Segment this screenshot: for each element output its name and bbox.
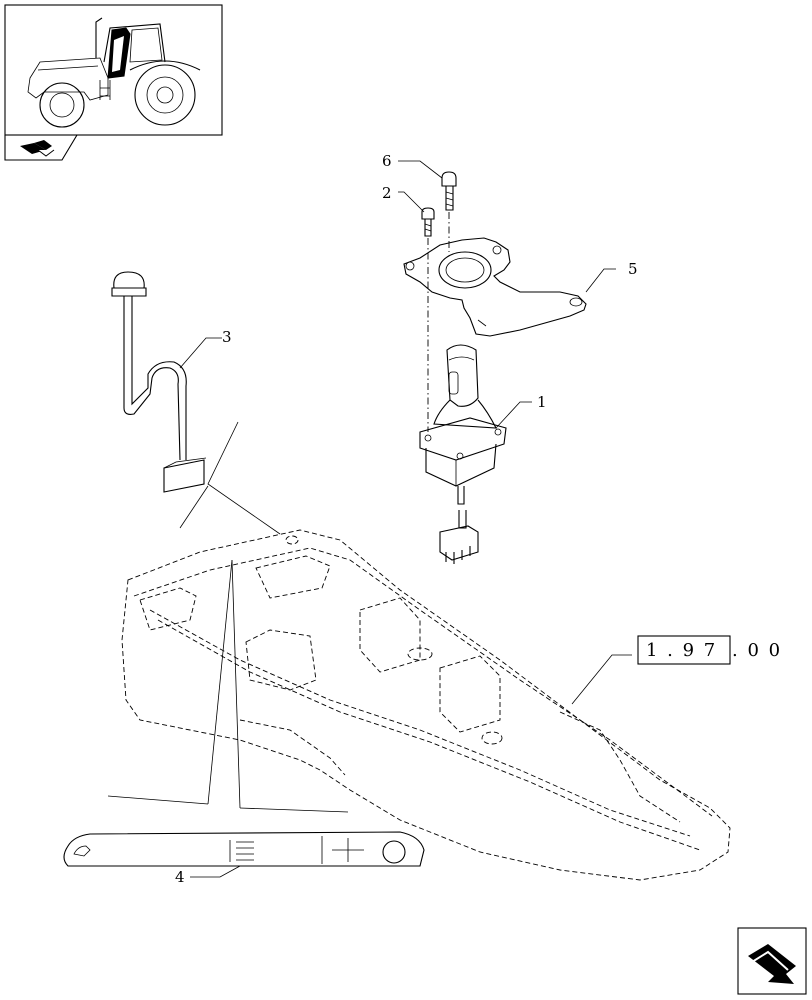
callout-labels: 6 2 5 3 1 4 (175, 152, 638, 886)
thumbnail-frame (4, 4, 223, 136)
reference-code[interactable]: 1 . 9 7 . 0 0 (637, 635, 782, 665)
harness-3 (111, 271, 207, 493)
callout-leaders (179, 160, 632, 878)
callout-6: 6 (382, 152, 392, 170)
console-housing (121, 529, 731, 881)
reference-suffix: . 0 0 (732, 640, 782, 661)
callout-5: 5 (628, 260, 638, 278)
book-arrow-icon (20, 140, 55, 157)
reference-boxed-part: 1 . 9 7 (646, 640, 717, 661)
callout-2: 2 (382, 184, 392, 202)
callout-3: 3 (222, 328, 232, 346)
bolt-6 (441, 171, 457, 252)
bolt-2 (421, 207, 435, 432)
section-lines (107, 421, 349, 813)
tractor-cab-icon (27, 17, 201, 128)
next-page-button[interactable] (737, 927, 807, 995)
joystick-1 (419, 344, 507, 564)
next-page-arrow-icon (748, 944, 796, 984)
callout-1: 1 (537, 393, 547, 411)
thumbnail-tab (4, 134, 78, 161)
decal-4 (63, 831, 425, 867)
callout-4: 4 (175, 868, 185, 886)
bracket-5 (403, 237, 587, 337)
